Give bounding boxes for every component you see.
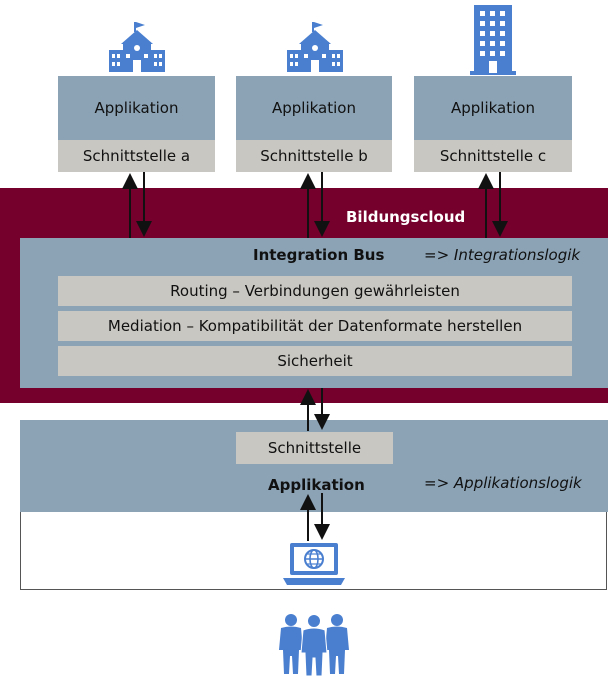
interface-label: Schnittstelle a xyxy=(82,147,191,165)
layer-label: Mediation – Kompatibilität der Datenform… xyxy=(107,317,523,335)
bottom-interface: Schnittstelle xyxy=(236,432,393,464)
interface-label: Schnittstelle b xyxy=(260,147,368,165)
app-label: Applikation xyxy=(451,99,535,117)
layer-routing: Routing – Verbindungen gewährleisten xyxy=(58,276,572,306)
school-building-icon xyxy=(285,22,345,74)
app-label: Applikation xyxy=(94,99,179,117)
bus-note: => Integrationslogik xyxy=(424,246,580,264)
top-app-c: Applikation xyxy=(414,76,572,140)
interface-label: Schnittstelle xyxy=(267,439,362,457)
interface-c: Schnittstelle c xyxy=(414,140,572,172)
school-building-icon xyxy=(107,22,167,74)
cloud-title: Bildungscloud xyxy=(346,208,466,226)
bottom-app-label: Applikation xyxy=(268,476,365,494)
app-note: => Applikationslogik xyxy=(424,474,582,492)
app-label: Applikation xyxy=(272,99,356,117)
app-note-text: => Applikationslogik xyxy=(424,474,582,492)
layer-security: Sicherheit xyxy=(58,346,572,376)
bus-note-text: => Integrationslogik xyxy=(424,246,581,264)
top-app-a: Applikation xyxy=(58,76,215,140)
interface-a: Schnittstelle a xyxy=(58,140,215,172)
users-group-icon xyxy=(278,612,350,676)
laptop-globe-icon xyxy=(283,543,345,587)
interface-label: Schnittstelle c xyxy=(439,147,547,165)
top-app-b: Applikation xyxy=(236,76,392,140)
layer-label: Routing – Verbindungen gewährleisten xyxy=(170,282,460,300)
layer-mediation: Mediation – Kompatibilität der Datenform… xyxy=(58,311,572,341)
bus-title: Integration Bus xyxy=(253,246,385,264)
interface-b: Schnittstelle b xyxy=(236,140,392,172)
office-tower-icon xyxy=(470,5,516,75)
layer-label: Sicherheit xyxy=(277,352,353,370)
